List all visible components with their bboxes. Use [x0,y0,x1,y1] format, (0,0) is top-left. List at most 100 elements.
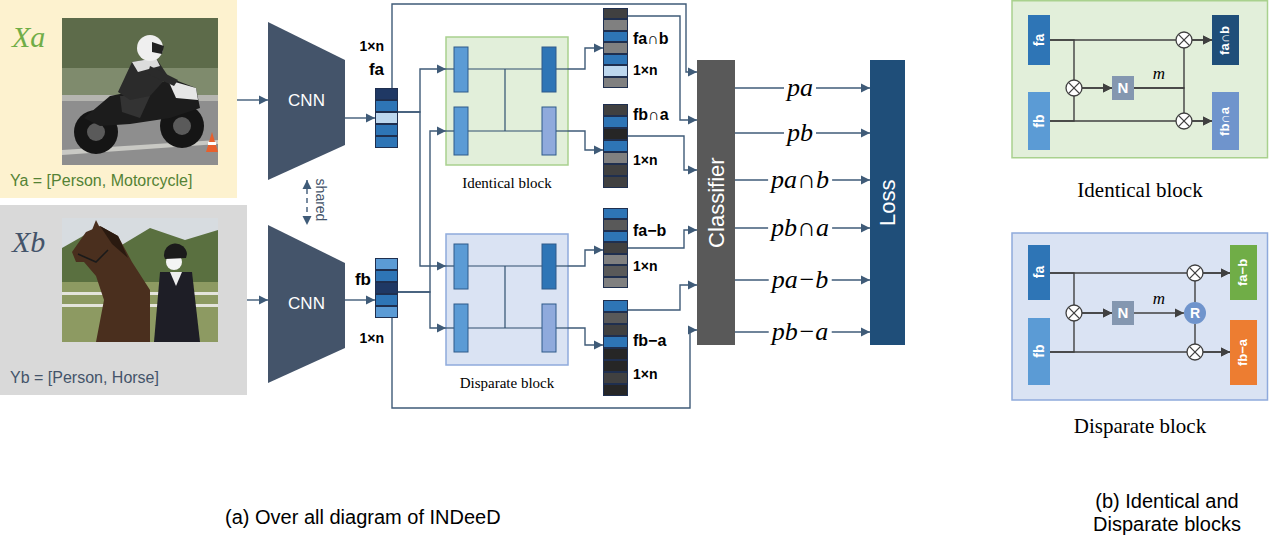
vector-cell [603,372,628,384]
feature-label: fb [1031,114,1047,127]
vector-label: fa [369,60,384,80]
scale-label: m [1153,289,1165,309]
arrow-head [1221,269,1230,278]
block-title: Disparate block [386,375,628,392]
output-box: fb−a [1230,320,1257,385]
input-panel-ground [0,0,237,198]
multiply-symbol [1176,32,1192,48]
cnn-trapezoid: CNN [268,225,345,383]
vector-label: fa∩b [633,30,669,48]
multiply-symbol [1189,267,1200,278]
text-anchor: fa∩b [633,30,669,48]
vector-cell [603,208,628,219]
operator-label: R [1190,305,1200,321]
horse-photo [62,218,218,342]
multiply-symbol [1189,346,1200,357]
vector-cell [603,300,628,312]
vector-cell [375,88,398,100]
connector [628,281,697,311]
connector-line [1050,273,1112,313]
vector-label: 1×n [359,38,384,54]
identical-block-ground [446,37,568,165]
identical-block-ground [542,47,556,92]
connector [345,114,375,123]
edge-label-anchor: pb∩a [768,213,832,243]
multiply-symbol [1176,113,1192,129]
connector-line [398,292,446,328]
text-anchor: Disparate block [386,375,628,392]
connector [628,16,697,125]
multiply-symbol [1066,305,1082,321]
vector-cell [375,136,398,148]
connector-line [1050,40,1112,88]
arrow-head [437,127,446,136]
connector-line [398,69,446,112]
probability-label: pb−a [769,317,832,347]
text-anchor: 1×n [633,152,658,168]
connector [237,96,268,105]
disparate-block: Disparate block [446,234,568,365]
multiply-symbol [1068,307,1079,318]
vector-cell [375,112,398,124]
multiply-symbol [1176,113,1192,129]
disparate-block-ground [446,234,568,365]
vector-label: fb [355,270,371,290]
vector-label: fa−b [633,222,666,240]
vector-cell [375,100,398,112]
edge-label-anchor: m [1153,64,1165,84]
vector-cell [603,265,628,276]
vector-cell [603,312,628,324]
arrow-head [688,226,697,235]
text-anchor: 1×n [359,330,384,346]
arrow-head [688,326,697,335]
arrow-head [437,65,446,74]
multiply-symbol [1176,32,1192,48]
loss-box: Loss [870,60,905,345]
connector-line [398,112,446,266]
arrow-head [1203,117,1212,126]
connector [345,296,375,305]
output-vector: fa−b1×n [603,208,628,288]
multiply-symbol [1187,344,1203,360]
arrow-head [594,44,603,53]
multiply-symbol [1187,344,1203,360]
arrow-head [1103,309,1112,318]
normalize-box: N [1112,301,1134,325]
classifier-box: Classifier [697,60,735,345]
connector [398,112,446,271]
horse-photo [92,220,100,230]
disparate-block-ground [556,265,568,266]
text-anchor: fb−a [633,332,666,350]
motorcycle-photo [208,142,216,145]
arrow-head [303,180,312,189]
vector-cell [603,231,628,242]
arrow-head [861,84,870,93]
vector-cell [375,124,398,136]
horse-photo [72,226,150,342]
vector-cell [603,336,628,348]
connector-line [1050,313,1112,352]
vector-cell [603,152,628,164]
arrow-head [861,276,870,285]
arrow-head [1103,84,1112,93]
multiply-symbol [1068,82,1079,93]
identical-block-ground [542,107,556,155]
connector [568,131,603,155]
cnn-label: CNN [288,91,325,111]
label-list: Yb = [Person, Horse] [10,369,159,387]
text-anchor: Ya = [Person, Motorcycle] [10,172,192,190]
connector [628,136,697,175]
disparate-block-ground [454,304,468,352]
text-anchor: 1×n [359,38,384,54]
operator-label: N [1118,79,1129,96]
motorcycle-photo [62,18,218,165]
disparate-block-ground [556,327,568,328]
label-list: Ya = [Person, Motorcycle] [10,172,192,190]
connector [247,296,268,305]
motorcycle-photo [173,117,191,135]
arrow-head [303,216,312,225]
feature-box: fa [1028,15,1050,65]
output-box: fa−b [1230,245,1257,300]
vector-cell [603,31,628,42]
arrow-head [1221,269,1230,278]
